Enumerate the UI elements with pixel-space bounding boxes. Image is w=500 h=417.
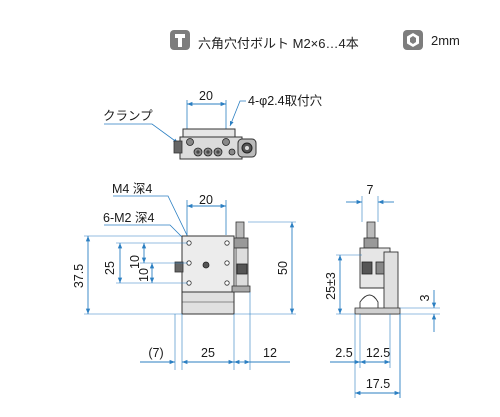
hex-legend-label: 2mm (431, 33, 460, 48)
front-height-25: 25 (103, 261, 117, 275)
hex-socket-bolt-icon (170, 30, 190, 50)
side-bottom-175: 17.5 (366, 377, 390, 391)
side-height-3: 3 (418, 294, 432, 301)
front-height-10b: 10 (137, 268, 151, 282)
front-width-20: 20 (199, 193, 213, 207)
front-view: 20 M4 深4 6-M2 深4 37.5 25 (72, 182, 296, 370)
m4-tap-note: M4 深4 (112, 182, 152, 196)
side-bottom-25: 2.5 (335, 346, 352, 360)
top-view: 20 4-φ2.4取付穴 クランプ (103, 89, 323, 160)
bottom-25: 25 (201, 346, 215, 360)
mounting-hole-note: 4-φ2.4取付穴 (248, 93, 323, 108)
legend-bar: 六角穴付ボルト M2×6…4本 2mm (0, 0, 500, 60)
side-height-25pm3: 25±3 (324, 272, 338, 300)
side-width-7: 7 (367, 183, 374, 197)
bolt-legend-label: 六角穴付ボルト M2×6…4本 (198, 36, 359, 51)
front-height-375: 37.5 (72, 264, 86, 288)
side-bottom-125: 12.5 (366, 346, 390, 360)
m2-tap-note: 6-M2 深4 (103, 211, 154, 225)
clamp-label: クランプ (103, 109, 153, 123)
hex-wrench-icon (403, 30, 423, 50)
side-view: 7 25±3 3 2.5 12.5 17.5 (324, 183, 440, 398)
bottom-12: 12 (263, 346, 277, 360)
front-height-10a: 10 (128, 255, 142, 269)
top-width-20: 20 (199, 89, 213, 103)
bottom-7: (7) (148, 346, 163, 360)
front-height-50: 50 (276, 261, 290, 275)
